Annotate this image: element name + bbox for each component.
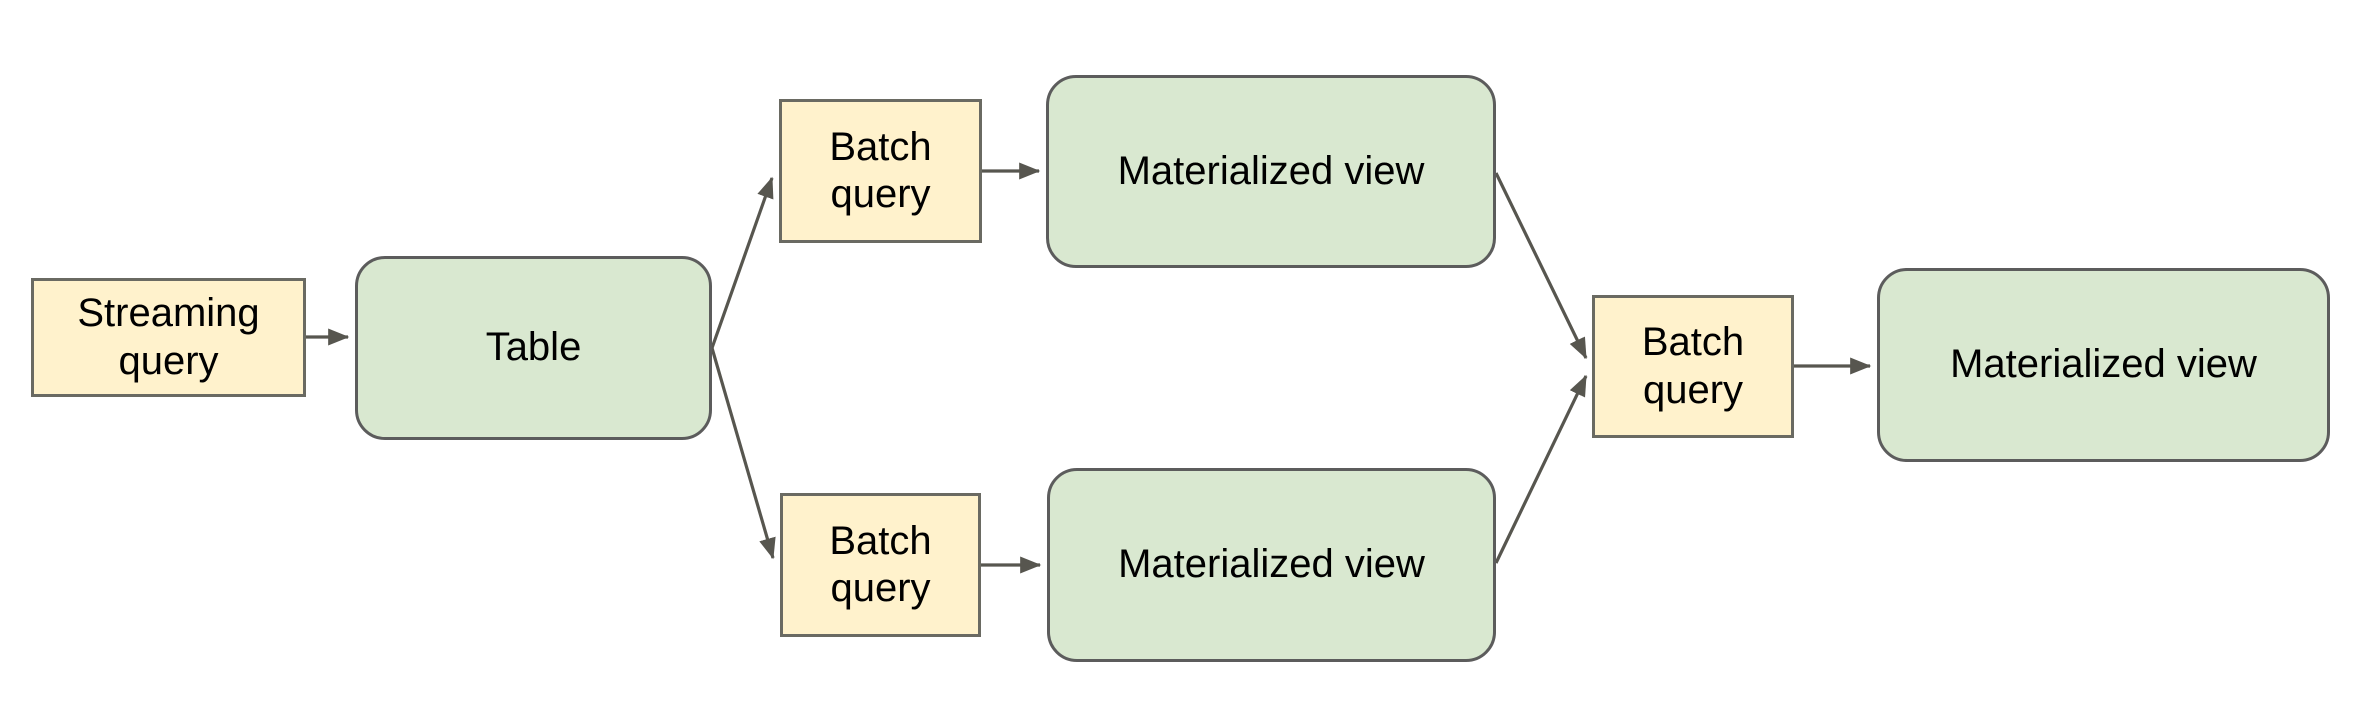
node-batch-query-join-label: Batch query bbox=[1641, 320, 1745, 412]
edge-table-to-batch-query-bottom bbox=[710, 347, 776, 560]
node-table[interactable]: Table bbox=[355, 256, 712, 440]
node-materialized-view-final-label: Materialized view bbox=[1950, 342, 2257, 387]
edge-table-to-batch-query-top bbox=[710, 176, 774, 349]
node-materialized-view-top[interactable]: Materialized view bbox=[1046, 75, 1496, 268]
node-batch-query-join[interactable]: Batch query bbox=[1592, 295, 1794, 438]
node-batch-query-bottom-label: Batch query bbox=[829, 518, 932, 610]
node-materialized-view-bottom[interactable]: Materialized view bbox=[1047, 468, 1496, 662]
node-streaming-query-label: Streaming query bbox=[77, 291, 260, 383]
node-batch-query-top-label: Batch query bbox=[829, 124, 932, 216]
edge-materialized-view-top-to-batch-query-join bbox=[1494, 172, 1588, 360]
node-materialized-view-final[interactable]: Materialized view bbox=[1877, 268, 2330, 462]
node-table-label: Table bbox=[485, 325, 582, 370]
edge-materialized-view-bottom-to-batch-query-join bbox=[1494, 374, 1588, 564]
node-materialized-view-bottom-label: Materialized view bbox=[1118, 542, 1425, 587]
node-batch-query-bottom[interactable]: Batch query bbox=[780, 493, 981, 637]
node-streaming-query[interactable]: Streaming query bbox=[31, 278, 306, 397]
node-materialized-view-top-label: Materialized view bbox=[1117, 148, 1425, 193]
node-batch-query-top[interactable]: Batch query bbox=[779, 99, 982, 243]
